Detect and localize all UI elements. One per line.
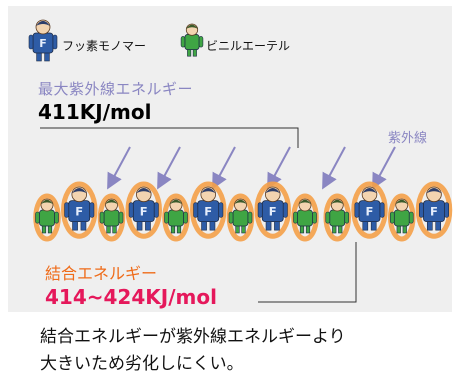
bond-leader-line: [258, 242, 357, 303]
legend-vinyl-ether-figure: [180, 23, 204, 57]
chain-f-monomer-2: F: [61, 181, 98, 239]
chain-vinyl-ether-1: [33, 193, 61, 242]
svg-text:F: F: [204, 204, 212, 218]
uv-leader-line: [40, 127, 299, 148]
svg-text:F: F: [269, 204, 277, 218]
legend-label-f-monomer: フッ素モノマー: [62, 39, 147, 53]
uv-energy-value: 411KJ/mol: [38, 100, 152, 124]
chain-f-monomer-11: F: [351, 181, 388, 239]
legend-item-vinyl-ether: ビニルエーテル: [202, 37, 290, 54]
bond-energy-title: 結合エネルギー: [45, 264, 158, 283]
uv-arrows: [107, 146, 396, 190]
bond-energy-value: 414~424KJ/mol: [45, 285, 217, 309]
caption-line-1: 結合エネルギーが紫外線エネルギーより: [40, 327, 346, 347]
uv-arrow-3: [212, 146, 236, 190]
uv-label: 紫外線: [388, 131, 428, 146]
chain-vinyl-ether-12: [388, 193, 416, 242]
chain-vinyl-ether-5: [162, 193, 190, 242]
uv-arrow-2: [157, 146, 181, 190]
uv-arrow-4: [267, 146, 291, 190]
legend-item-f-monomer: フッ素モノマー: [58, 37, 146, 54]
legend-f-monomer-figure: F: [28, 19, 58, 62]
uv-arrow-6: [372, 146, 396, 190]
uv-energy-title: 最大紫外線エネルギー: [38, 80, 194, 98]
chain-vinyl-ether-7: [226, 193, 255, 242]
svg-text:F: F: [430, 204, 438, 218]
legend-label-vinyl-ether: ビニルエーテル: [206, 39, 291, 53]
chain-f-monomer-13: F: [415, 181, 453, 239]
chain-vinyl-ether-10: [323, 193, 351, 242]
uv-arrow-1: [107, 146, 131, 190]
chain-f-monomer-8: F: [254, 181, 291, 239]
diagram-panel: [8, 6, 452, 312]
uv-arrow-5: [322, 146, 346, 190]
svg-text:F: F: [366, 204, 374, 218]
svg-text:F: F: [140, 204, 148, 218]
svg-text:F: F: [75, 204, 83, 218]
chain-f-monomer-6: F: [190, 181, 227, 239]
chain-vinyl-ether-9: [291, 193, 319, 242]
svg-text:F: F: [39, 37, 47, 50]
legend-figures: F: [28, 19, 204, 62]
caption-line-2: 大きいため劣化しにくい。: [40, 354, 244, 374]
chain-vinyl-ether-3: [97, 193, 126, 242]
chain-f-monomer-4: F: [125, 181, 162, 239]
